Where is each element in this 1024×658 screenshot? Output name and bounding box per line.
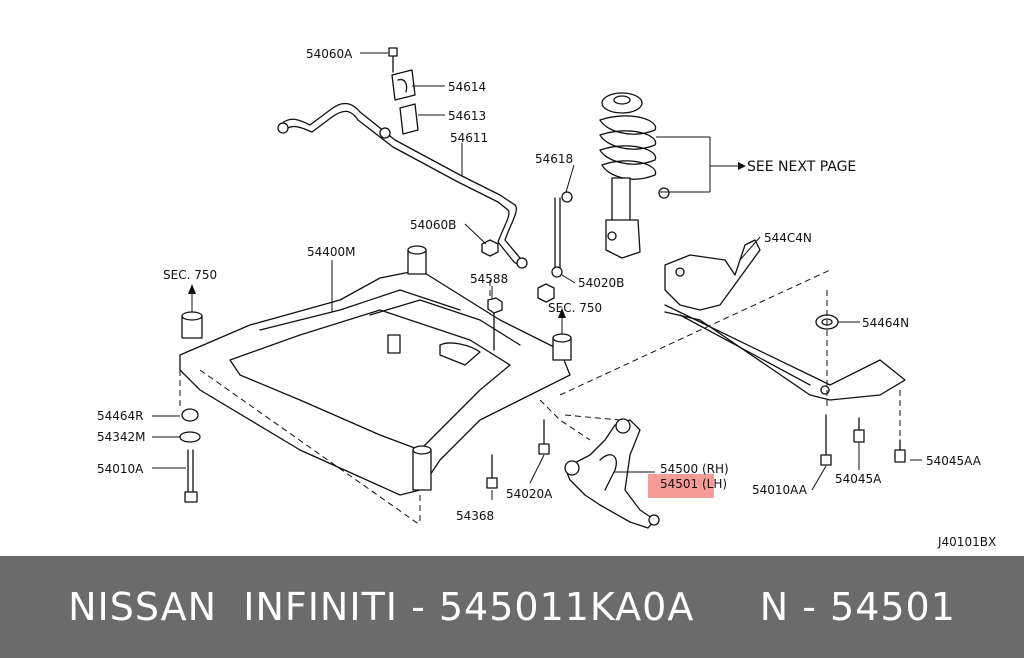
label-54613: 54613 [448, 109, 486, 123]
label-54464n: 54464N [862, 316, 909, 330]
rear-bolts [820, 414, 906, 466]
stabilizer-bushing [388, 47, 419, 135]
label-54010aa: 54010AA [752, 483, 808, 497]
label-54400m: 54400M [307, 245, 356, 259]
label-sec750-left: SEC. 750 [163, 268, 217, 282]
leader-lines [152, 52, 922, 500]
label-54500: 54500 (RH) [660, 462, 729, 476]
bolt-54588 [487, 297, 503, 351]
label-sec750-right: SEC. 750 [548, 301, 602, 315]
center-bolts [486, 419, 550, 489]
label-54342m: 54342M [97, 430, 146, 444]
label-54060b: 54060B [410, 218, 456, 232]
label-54045aa: 54045AA [926, 454, 982, 468]
label-54060a: 54060A [306, 47, 353, 61]
subframe-mounts [181, 245, 572, 491]
diagram-code: J40101BX [937, 535, 996, 549]
front-subframe [179, 269, 571, 496]
part-number-text: NISSAN INFINITI - 545011KA0A N - 54501 [68, 585, 956, 629]
label-54501: 54501 (LH) [660, 477, 727, 491]
parts-diagram: 54060A 54614 54613 54611 54618 SEE NEXT … [97, 47, 997, 549]
guide-lines [179, 195, 901, 526]
label-54614: 54614 [448, 80, 486, 94]
label-54368: 54368 [456, 509, 494, 523]
label-54010a: 54010A [97, 462, 144, 476]
exploded-view-svg: 54060A 54614 54613 54611 54618 SEE NEXT … [97, 47, 996, 549]
label-54611: 54611 [450, 131, 488, 145]
stabilizer-bar [277, 102, 528, 269]
part-highlight [648, 474, 714, 498]
label-544c4n: 544C4N [764, 231, 812, 245]
label-54045a: 54045A [835, 472, 882, 486]
label-54588: 54588 [470, 272, 508, 286]
label-54618: 54618 [535, 152, 573, 166]
left-fasteners [179, 408, 201, 503]
label-54020a: 54020A [506, 487, 553, 501]
lower-control-arm [564, 418, 660, 529]
strut-assembly [599, 92, 670, 259]
label-54464r: 54464R [97, 409, 144, 423]
rear-member [664, 239, 906, 401]
label-see-next-page: SEE NEXT PAGE [747, 159, 856, 175]
stabilizer-link [537, 191, 573, 303]
part-number-banner: NISSAN INFINITI - 545011KA0A N - 54501 [0, 556, 1024, 658]
label-54020b: 54020B [578, 276, 624, 290]
